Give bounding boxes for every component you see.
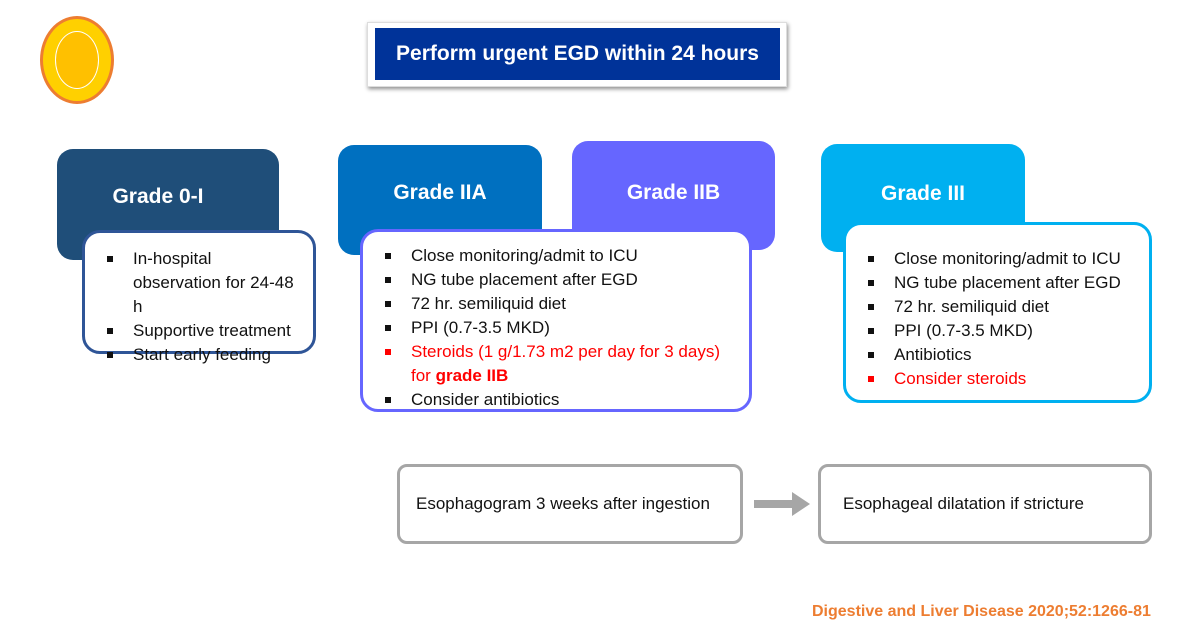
list-item: Antibiotics xyxy=(868,343,1139,367)
list-item: Close monitoring/admit to ICU xyxy=(385,244,739,268)
dilatation-box: Esophageal dilatation if stricture xyxy=(818,464,1152,544)
logo-emblem xyxy=(55,31,99,89)
list-item: Supportive treatment xyxy=(107,319,303,343)
grade-0-i-box: In-hospital observation for 24-48 h Supp… xyxy=(82,230,316,364)
list-item: 72 hr. semiliquid diet xyxy=(385,292,739,316)
list-item-steroids: Steroids (1 g/1.73 m2 per day for 3 days… xyxy=(385,340,739,388)
title-banner: Perform urgent EGD within 24 hours xyxy=(375,28,780,80)
steroid-dose: Steroids (1 g/1.73 m2 per day for 3 days… xyxy=(411,342,720,385)
list-item: PPI (0.7-3.5 MKD) xyxy=(385,316,739,340)
esophagogram-box: Esophagogram 3 weeks after ingestion xyxy=(397,464,743,544)
faculty-logo xyxy=(40,16,114,104)
list-item: NG tube placement after EGD xyxy=(385,268,739,292)
steroid-grade: grade IIB xyxy=(435,366,509,385)
grade-ii-box: Close monitoring/admit to ICU NG tube pl… xyxy=(360,229,752,412)
list-item: Start early feeding xyxy=(107,343,303,367)
grade-iii-box: Close monitoring/admit to ICU NG tube pl… xyxy=(843,222,1152,403)
citation: Digestive and Liver Disease 2020;52:1266… xyxy=(812,603,1151,620)
list-item: NG tube placement after EGD xyxy=(868,271,1139,295)
list-item: Consider steroids xyxy=(868,367,1139,391)
arrow-right-icon xyxy=(754,492,810,516)
list-item: PPI (0.7-3.5 MKD) xyxy=(868,319,1139,343)
list-item: 72 hr. semiliquid diet xyxy=(868,295,1139,319)
list-item: Consider antibiotics xyxy=(385,388,739,412)
list-item: In-hospital observation for 24-48 h xyxy=(107,247,303,319)
list-item: Close monitoring/admit to ICU xyxy=(868,247,1139,271)
